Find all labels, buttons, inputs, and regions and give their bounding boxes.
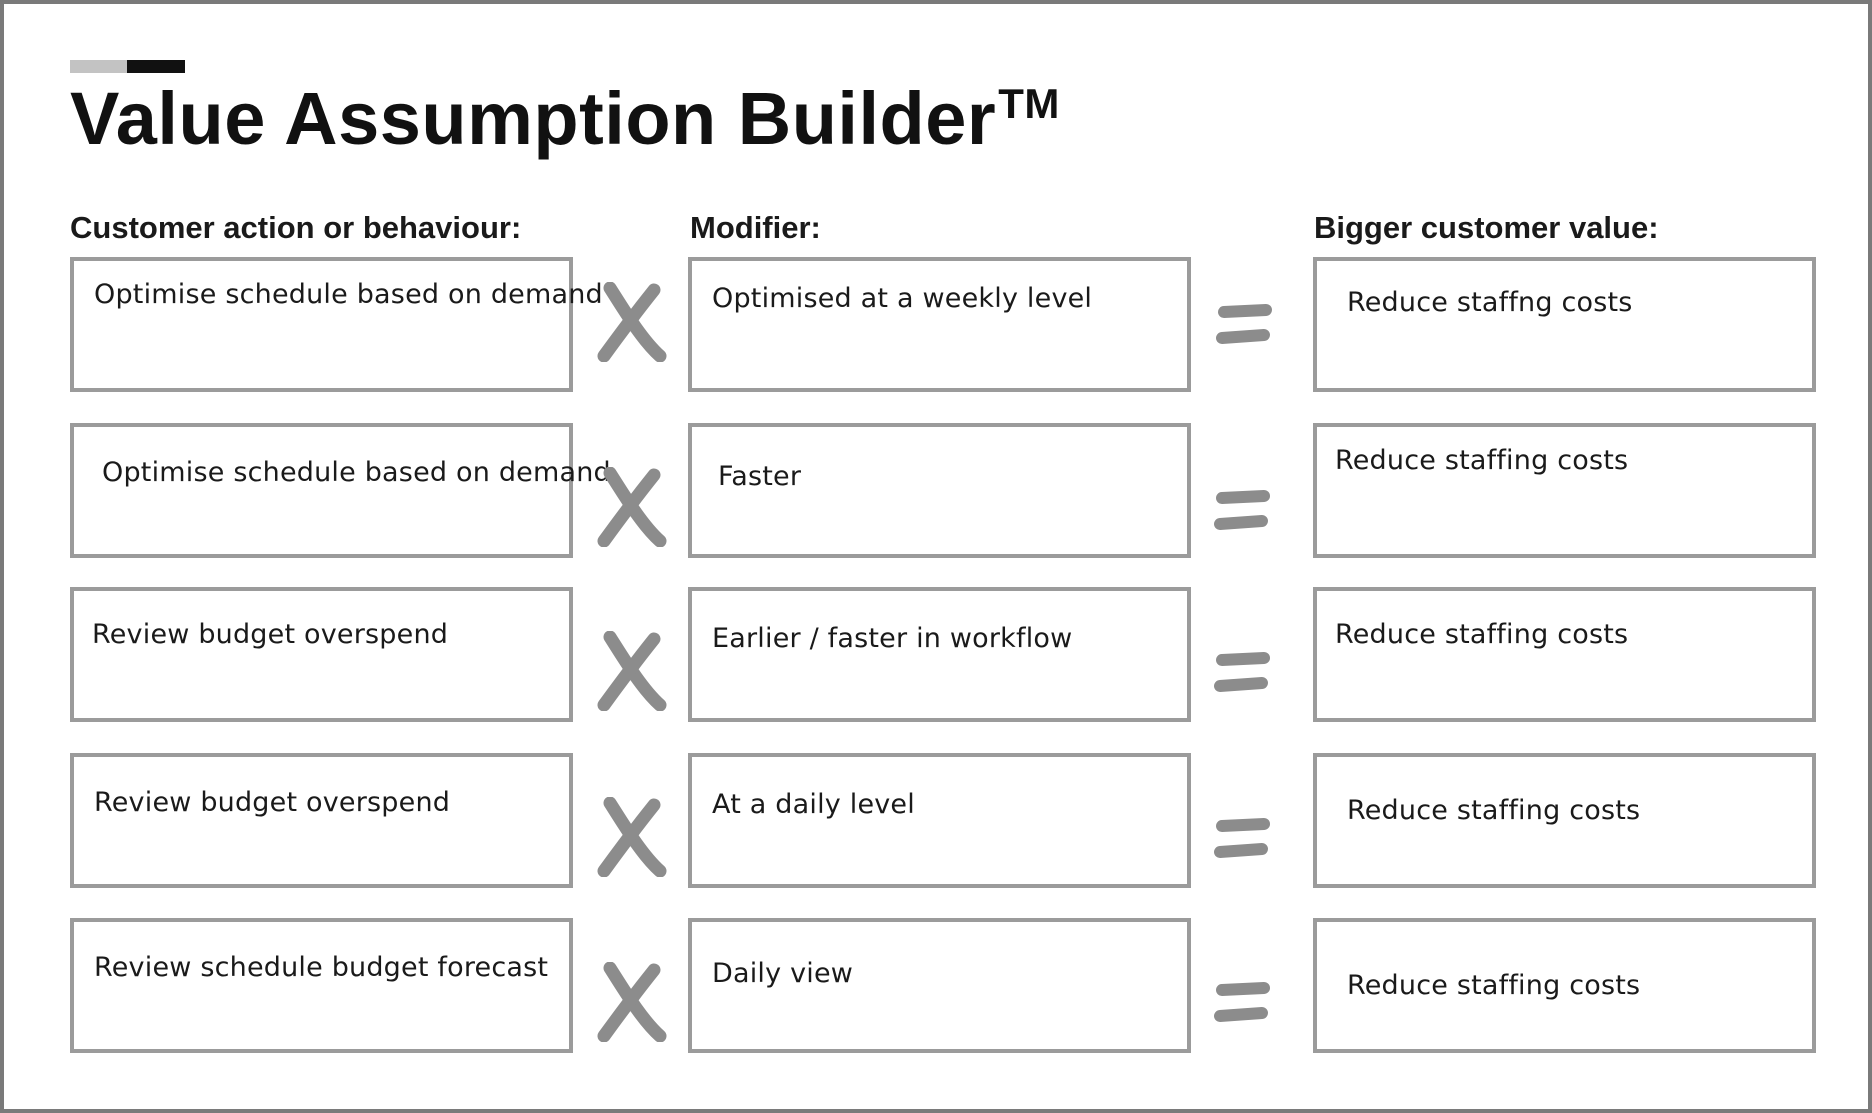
modifier-text-1: Optimised at a weekly level — [712, 283, 1093, 314]
times-icon — [597, 797, 667, 877]
times-icon — [597, 282, 667, 362]
modifier-text-4: At a daily level — [712, 789, 915, 820]
value-box-5[interactable]: Reduce staffing costs — [1313, 918, 1816, 1053]
modifier-box-1[interactable]: Optimised at a weekly level — [688, 257, 1191, 392]
title-accent-bar — [70, 60, 185, 73]
action-box-5[interactable]: Review schedule budget forecast — [70, 918, 573, 1053]
value-box-2[interactable]: Reduce staffing costs — [1313, 423, 1816, 558]
trademark-mark: TM — [998, 80, 1060, 127]
value-box-3[interactable]: Reduce staffing costs — [1313, 587, 1816, 722]
modifier-text-3: Earlier / faster in workflow — [712, 623, 1073, 654]
equals-icon — [1216, 304, 1272, 344]
accent-bar-light — [70, 60, 127, 73]
modifier-box-4[interactable]: At a daily level — [688, 753, 1191, 888]
modifier-text-2: Faster — [718, 461, 802, 492]
action-box-2[interactable]: Optimise schedule based on demand — [70, 423, 611, 558]
column-label-action: Customer action or behaviour: — [70, 210, 522, 245]
modifier-box-3[interactable]: Earlier / faster in workflow — [688, 587, 1191, 722]
modifier-box-5[interactable]: Daily view — [688, 918, 1191, 1053]
equals-icon — [1214, 490, 1270, 530]
value-box-4[interactable]: Reduce staffing costs — [1313, 753, 1816, 888]
modifier-box-2[interactable]: Faster — [688, 423, 1191, 558]
accent-bar-dark — [127, 60, 185, 73]
action-text-3: Review budget overspend — [92, 619, 449, 650]
action-text-5: Review schedule budget forecast — [94, 952, 549, 983]
action-box-4[interactable]: Review budget overspend — [70, 753, 573, 888]
value-box-1[interactable]: Reduce staffng costs — [1313, 257, 1816, 392]
action-text-2: Optimise schedule based on demand — [102, 457, 611, 488]
value-text-3: Reduce staffing costs — [1335, 619, 1629, 650]
action-box-1[interactable]: Optimise schedule based on demand — [70, 257, 603, 392]
equals-icon — [1214, 652, 1270, 692]
column-label-modifier: Modifier: — [690, 210, 821, 245]
column-label-value: Bigger customer value: — [1314, 210, 1659, 245]
equals-icon — [1214, 982, 1270, 1022]
action-text-1: Optimise schedule based on demand — [94, 279, 603, 310]
action-text-4: Review budget overspend — [94, 787, 451, 818]
modifier-text-5: Daily view — [712, 958, 854, 989]
page-title-text: Value Assumption Builder — [70, 77, 997, 160]
equals-icon — [1214, 818, 1270, 858]
value-text-1: Reduce staffng costs — [1347, 287, 1633, 318]
page-title: Value Assumption BuilderTM — [70, 76, 1060, 161]
value-text-4: Reduce staffing costs — [1347, 795, 1641, 826]
times-icon — [597, 467, 667, 547]
value-text-5: Reduce staffing costs — [1347, 970, 1641, 1001]
value-text-2: Reduce staffing costs — [1335, 445, 1629, 476]
times-icon — [597, 631, 667, 711]
action-box-3[interactable]: Review budget overspend — [70, 587, 573, 722]
times-icon — [597, 962, 667, 1042]
